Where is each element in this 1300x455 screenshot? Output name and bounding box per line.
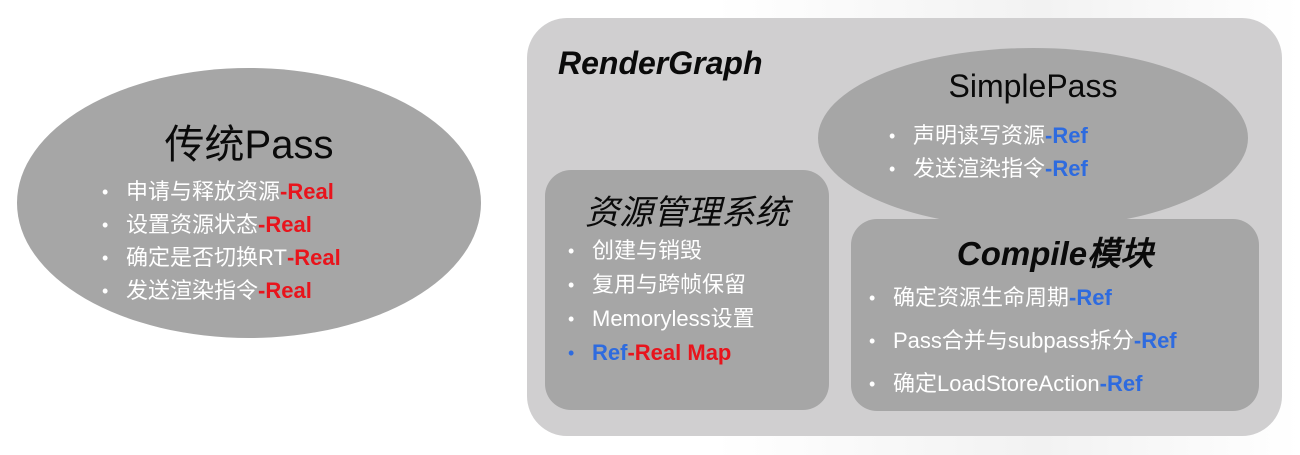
traditional-pass-title: 传统Pass: [164, 123, 334, 167]
item-separator: -: [258, 278, 266, 303]
item-separator: -: [258, 212, 266, 237]
bullet-icon: •: [568, 275, 575, 295]
bullet-icon: •: [869, 331, 876, 351]
simple-pass-title: SimplePass: [948, 68, 1118, 104]
item-text: Pass合并与subpass拆分: [893, 328, 1134, 353]
render-graph-title: RenderGraph: [558, 45, 763, 81]
list-item: • 声明读写资源-Ref: [887, 121, 1088, 154]
bullet-icon: •: [102, 248, 109, 268]
list-item: • 设置资源状态-Real: [100, 210, 341, 243]
traditional-pass-list: •申请与释放资源-Real •设置资源状态-Real •确定是否切换RT-Rea…: [100, 177, 341, 309]
simple-pass-ellipse: [818, 48, 1248, 228]
list-item: • 确定LoadStoreAction-Ref: [867, 369, 1177, 412]
list-item: • Pass合并与subpass拆分-Ref: [867, 326, 1177, 369]
list-item: • 确定是否切换RT-Real: [100, 243, 341, 276]
ref-tag: Ref: [1107, 371, 1143, 396]
resource-system-list: • 创建与销毁 • 复用与跨帧保留 • Memoryless设置 • Ref-Real …: [566, 236, 755, 372]
item-text: 确定资源生命周期: [893, 285, 1070, 310]
item-text: 申请与释放资源: [126, 179, 281, 204]
list-item: • 创建与销毁: [566, 236, 755, 270]
simple-pass-list: •声明读写资源-Ref •发送渲染指令-Ref: [887, 121, 1088, 187]
real-tag: Real: [265, 212, 312, 237]
item-separator: -: [1133, 328, 1142, 353]
list-item: • 发送渲染指令-Real: [100, 276, 341, 309]
list-item: • Ref-Real Map: [566, 338, 755, 372]
item-text: 创建与销毁: [592, 238, 703, 263]
item-separator: -: [280, 179, 288, 204]
ref-tag: Ref: [1052, 123, 1088, 148]
item-separator: -: [286, 245, 295, 270]
item-text: 确定LoadStoreAction: [893, 371, 1100, 396]
compile-module-title: Compile模块: [956, 235, 1154, 272]
item-separator: -: [1045, 156, 1053, 181]
item-text: 确定是否切换RT: [126, 245, 287, 270]
bullet-icon: •: [102, 215, 109, 235]
bullet-icon: •: [568, 241, 575, 261]
item-separator: -: [1069, 285, 1077, 310]
bullet-icon: •: [869, 374, 876, 394]
compile-module-list: •确定资源生命周期-Ref •Pass合并与subpass拆分-Ref •确定L…: [867, 283, 1177, 412]
real-tag: Real: [265, 278, 312, 303]
bullet-icon: •: [568, 343, 575, 363]
real-tag: Real: [294, 245, 341, 270]
bullet-icon: •: [889, 126, 896, 146]
item-separator: -: [1099, 371, 1107, 396]
real-map-tag: Real Map: [634, 340, 732, 365]
item-separator: -: [627, 340, 635, 365]
list-item: • 发送渲染指令-Ref: [887, 154, 1088, 187]
bullet-icon: •: [889, 159, 896, 179]
traditional-pass-ellipse: [17, 68, 481, 338]
resource-system-title: 资源管理系统: [585, 193, 789, 233]
bullet-icon: •: [102, 182, 109, 202]
compile-module-box: [851, 219, 1259, 411]
ref-tag: Ref: [1141, 328, 1177, 353]
bullet-icon: •: [568, 309, 575, 329]
ref-tag: Ref: [1052, 156, 1088, 181]
bullet-icon: •: [102, 281, 109, 301]
item-text: 发送渲染指令: [913, 156, 1046, 181]
item-separator: -: [1045, 123, 1053, 148]
real-tag: Real: [287, 179, 334, 204]
item-text: Memoryless设置: [592, 306, 755, 331]
ref-tag: Ref: [592, 340, 628, 365]
ref-tag: Ref: [1076, 285, 1112, 310]
item-text: 发送渲染指令: [126, 278, 259, 303]
list-item: • 复用与跨帧保留: [566, 270, 755, 304]
list-item: • 申请与释放资源-Real: [100, 177, 341, 210]
item-text: 复用与跨帧保留: [592, 272, 747, 297]
item-text: 设置资源状态: [126, 212, 259, 237]
list-item: • Memoryless设置: [566, 304, 755, 338]
list-item: • 确定资源生命周期-Ref: [867, 283, 1177, 326]
resource-system-box: [545, 170, 829, 410]
item-text: 声明读写资源: [913, 123, 1046, 148]
bullet-icon: •: [869, 288, 876, 308]
